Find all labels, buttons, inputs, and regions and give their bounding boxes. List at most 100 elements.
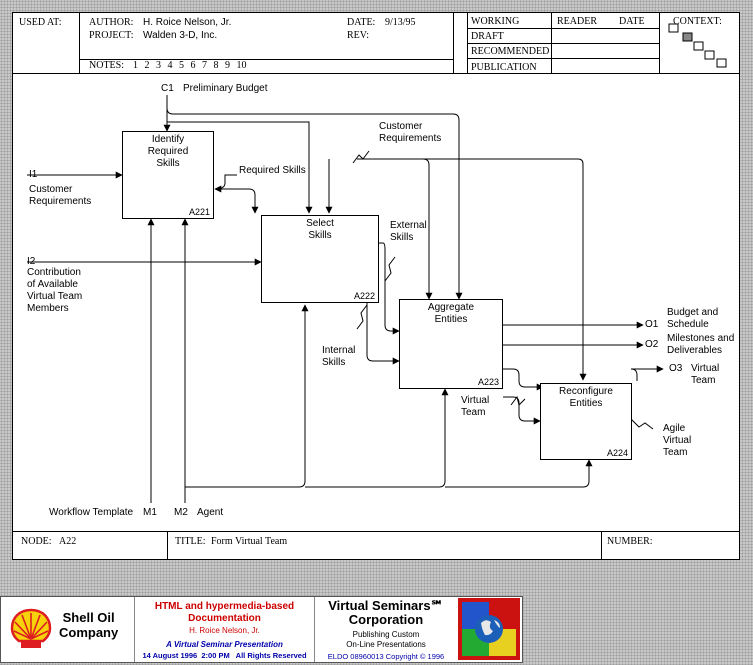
o1-label: Budget and Schedule <box>667 307 719 330</box>
internal-skills-squiggle <box>356 304 368 330</box>
notes-value: 1 2 3 4 5 6 7 8 9 10 <box>133 60 247 71</box>
status-publication: PUBLICATION <box>471 62 537 73</box>
virtual-team-squiggle <box>510 395 526 406</box>
activity-box-a221[interactable]: Identify Required Skills A221 <box>122 131 214 219</box>
notes-label: NOTES: <box>89 60 124 71</box>
status-row-line-3 <box>467 58 659 59</box>
vs-info-cell: Virtual Seminars℠ Corporation Publishing… <box>315 597 457 662</box>
doc-author: H. Roice Nelson, Jr. <box>189 626 260 635</box>
m2-code: M2 <box>174 507 188 518</box>
header-frame <box>13 13 739 74</box>
activity-a224-title: Reconfigure <box>559 386 613 397</box>
o1-code: O1 <box>645 319 659 330</box>
activity-a223-title-2: Entities <box>434 314 468 325</box>
reader-label: READER <box>557 16 597 27</box>
virtual-team-label: Virtual Team <box>461 395 490 418</box>
status-recommended: RECOMMENDED <box>471 46 550 57</box>
date-label: DATE: <box>347 17 376 28</box>
context-node-4 <box>704 50 715 60</box>
i2-label: Contribution of Available Virtual Team M… <box>27 267 83 314</box>
customer-requirements-control-label: Customer Requirements <box>379 121 442 144</box>
activity-box-a222[interactable]: Select Skills A222 <box>261 215 379 303</box>
c1-arrow-a223 <box>166 107 463 300</box>
context-node-2 <box>682 32 693 42</box>
o3-label: Virtual Team <box>691 363 720 386</box>
context-node-5 <box>716 58 727 68</box>
required-skills-arrow <box>215 188 259 214</box>
vs-title: Virtual Seminars℠ Corporation <box>328 598 444 627</box>
activity-a224-title-2: Entities <box>569 398 603 409</box>
external-skills-squiggle <box>384 256 396 282</box>
activity-a221-id: A221 <box>188 207 210 217</box>
activity-a221-title-2: Required <box>147 146 189 157</box>
i2-code: I2 <box>27 256 36 267</box>
shell-logo-icon <box>10 608 52 648</box>
number-label: NUMBER: <box>607 536 653 547</box>
header-divider-1 <box>79 13 80 74</box>
i1-label: Customer Requirements <box>29 184 92 207</box>
project-value: Walden 3-D, Inc. <box>143 30 218 41</box>
title-label: TITLE: <box>175 536 206 547</box>
activity-a221-title: Identify <box>151 134 185 145</box>
agile-team-label: Agile Virtual Team <box>663 423 692 458</box>
i1-code: I1 <box>29 169 38 180</box>
vs-subtitle: Publishing Custom On-Line Presentations <box>346 630 426 649</box>
activity-box-a224[interactable]: Reconfigure Entities A224 <box>540 383 632 460</box>
m2-label: Agent <box>197 507 224 518</box>
globe-cell <box>457 597 521 662</box>
required-skills-label: Required Skills <box>239 165 306 176</box>
c1-label: Preliminary Budget <box>183 83 268 94</box>
external-skills-label: External Skills <box>390 220 427 243</box>
status-row-line-1 <box>467 28 659 29</box>
rev-label: REV: <box>347 30 370 41</box>
used-at-label: USED AT: <box>19 17 62 28</box>
internal-skills-label: Internal Skills <box>322 345 356 368</box>
header-divider-2 <box>453 13 454 74</box>
status-working: WORKING <box>471 16 520 27</box>
activity-a222-title: Select <box>306 218 334 229</box>
o3-link <box>630 368 638 381</box>
required-skills-feedback <box>214 174 237 193</box>
activity-a223-id: A223 <box>477 377 499 387</box>
node-label: NODE: <box>21 536 52 547</box>
activity-a223-title: Aggregate <box>427 302 475 313</box>
author-value: H. Roice Nelson, Jr. <box>143 17 232 28</box>
context-node-1 <box>668 23 679 33</box>
bottom-bar <box>13 531 739 532</box>
external-skills-arrow <box>379 242 400 335</box>
c1-code: C1 <box>161 83 174 94</box>
m2-to-a222 <box>185 304 309 488</box>
activity-a221-title-3: Skills <box>156 158 180 169</box>
o2-code: O2 <box>645 339 659 350</box>
header-divider-3 <box>659 13 660 74</box>
m2-to-a224 <box>445 459 593 488</box>
doc-title: HTML and hypermedia-based Documentation <box>154 601 295 624</box>
globe-logo-icon <box>458 598 520 660</box>
vs-copyright: ELDO 08960013 Copyright © 1996 <box>327 652 445 661</box>
customer-req-arrow <box>357 158 587 381</box>
customer-req-squiggle <box>352 150 370 164</box>
project-label: PROJECT: <box>89 30 134 41</box>
doc-info-cell: HTML and hypermedia-based Documentation … <box>135 597 315 662</box>
activity-box-a223[interactable]: Aggregate Entities A223 <box>399 299 503 389</box>
o3-arrow <box>503 368 544 391</box>
o3-code: O3 <box>669 363 683 374</box>
status-col-line <box>551 13 552 74</box>
status-row-line-2 <box>467 43 659 44</box>
date-value: 9/13/95 <box>385 17 416 28</box>
context-node-3 <box>693 41 704 51</box>
m2-to-a223 <box>305 388 449 488</box>
activity-a224-id: A224 <box>606 448 628 458</box>
shell-company-name: Shell Oil Company <box>59 610 119 640</box>
reader-date-label: DATE <box>619 16 645 27</box>
m1-code: M1 <box>143 507 157 518</box>
bottom-divider-2 <box>601 531 602 559</box>
author-label: AUTHOR: <box>89 17 134 28</box>
customer-req-a223 <box>422 158 433 300</box>
doc-date-line: 14 August 1996 2:00 PM All Rights Reserv… <box>142 651 307 660</box>
virtual-team-arrow <box>503 396 541 425</box>
header-notes-line <box>79 59 453 60</box>
o2-label: Milestones and Deliverables <box>667 333 735 356</box>
activity-a222-id: A222 <box>353 291 375 301</box>
shell-logo-cell: Shell Oil Company <box>1 597 135 662</box>
